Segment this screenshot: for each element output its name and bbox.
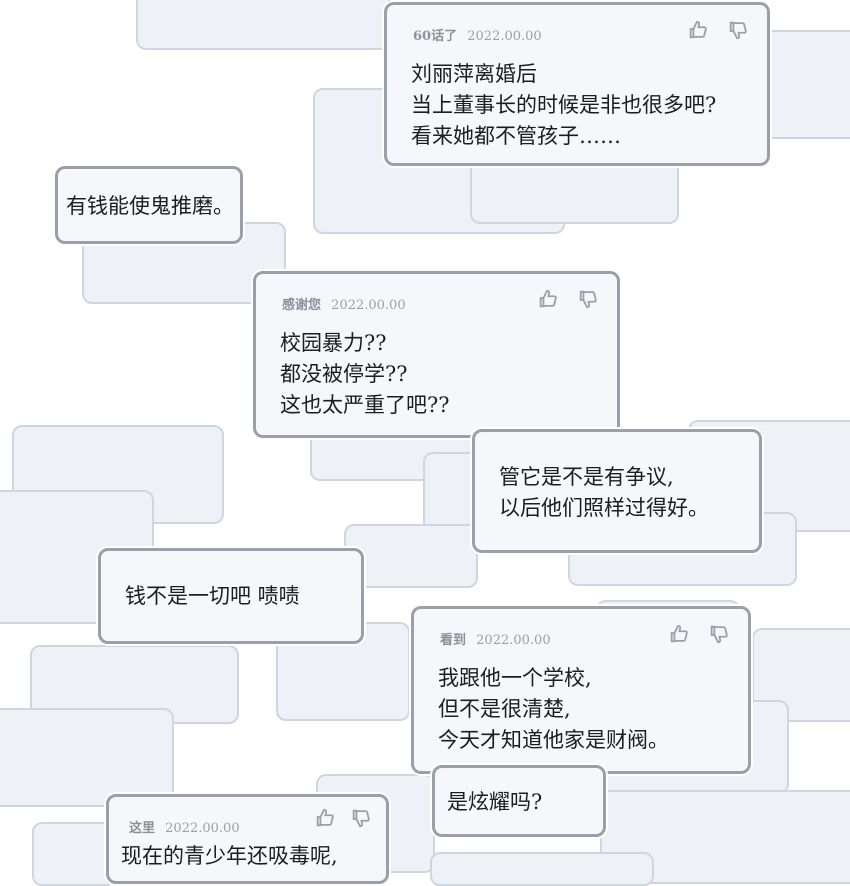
- bg-block: [32, 822, 116, 886]
- bubble-line: 有钱能使鬼推磨。: [66, 194, 234, 218]
- comment-username: 看到: [440, 633, 467, 648]
- comment-line: 我跟他一个学校,: [438, 666, 592, 690]
- comment-line: 当上董事长的时候是非也很多吧?: [411, 93, 717, 117]
- bubble-line: 以后他们照样过得好。: [499, 496, 709, 520]
- bubble-line: 管它是不是有争议,: [499, 465, 674, 489]
- reply-bubble: 钱不是一切吧 啧啧: [98, 548, 364, 644]
- comment-line: 都没被停学??: [280, 362, 408, 386]
- bg-block: [0, 708, 174, 807]
- comment-card: 看到 2022.00.00 我跟他一个学校, 但不是很清楚, 今天才知道他家是财…: [411, 606, 751, 774]
- bubble-line: 是炫耀吗?: [447, 790, 543, 814]
- thumbs-down-icon[interactable]: [708, 623, 730, 645]
- comment-body: 我跟他一个学校, 但不是很清楚, 今天才知道他家是财阀。: [438, 663, 669, 756]
- thumbs-down-icon[interactable]: [727, 19, 749, 41]
- comment-line: 看来她都不管孩子……: [411, 124, 621, 148]
- vote-controls: [519, 288, 599, 314]
- comment-username: 60话了: [413, 29, 458, 44]
- comment-card: 60话了 2022.00.00 刘丽萍离婚后 当上董事长的时候是非也很多吧? 看…: [384, 2, 770, 166]
- comment-date: 2022.00.00: [467, 29, 542, 44]
- bubble-line: 钱不是一切吧 啧啧: [125, 584, 300, 608]
- comment-body: 校园暴力?? 都没被停学?? 这也太严重了吧??: [280, 328, 450, 421]
- comment-card: 这里 2022.00.00 现在的青少年还吸毒呢,: [106, 794, 389, 884]
- thumbs-down-icon[interactable]: [577, 288, 599, 310]
- comment-card: 感谢您 2022.00.00 校园暴力?? 都没被停学?? 这也太严重了吧??: [253, 271, 620, 438]
- comment-header: 这里 2022.00.00: [129, 817, 240, 836]
- bubble-body: 是炫耀吗?: [447, 787, 542, 818]
- comment-line: 校园暴力??: [280, 331, 387, 355]
- comment-date: 2022.00.00: [476, 633, 551, 648]
- reply-bubble: 是炫耀吗?: [432, 765, 606, 837]
- comment-date: 2022.00.00: [165, 821, 240, 836]
- bubble-body: 有钱能使鬼推磨。: [66, 191, 234, 222]
- thumbs-up-icon[interactable]: [687, 19, 709, 41]
- comment-line: 刘丽萍离婚后: [411, 62, 537, 86]
- comment-date: 2022.00.00: [331, 298, 406, 313]
- vote-controls: [669, 19, 749, 45]
- comment-line: 这也太严重了吧??: [280, 393, 450, 417]
- bg-block: [430, 852, 654, 886]
- thumbs-up-icon[interactable]: [314, 807, 336, 829]
- comment-line: 现在的青少年还吸毒呢,: [121, 844, 338, 868]
- bg-block: [136, 0, 390, 50]
- vote-controls: [650, 623, 730, 649]
- comment-line: 今天才知道他家是财阀。: [438, 728, 669, 752]
- comment-header: 60话了 2022.00.00: [413, 25, 542, 44]
- thumbs-up-icon[interactable]: [537, 288, 559, 310]
- thumbs-up-icon[interactable]: [668, 623, 690, 645]
- reply-bubble: 有钱能使鬼推磨。: [55, 166, 243, 244]
- comment-line: 但不是很清楚,: [438, 697, 571, 721]
- comment-username: 这里: [129, 821, 156, 836]
- comment-body: 现在的青少年还吸毒呢,: [121, 841, 338, 872]
- thumbs-down-icon[interactable]: [350, 807, 372, 829]
- comment-body: 刘丽萍离婚后 当上董事长的时候是非也很多吧? 看来她都不管孩子……: [411, 59, 716, 152]
- reply-bubble: 管它是不是有争议, 以后他们照样过得好。: [472, 429, 762, 553]
- bubble-body: 钱不是一切吧 啧啧: [125, 581, 300, 612]
- comment-header: 感谢您 2022.00.00: [282, 294, 406, 313]
- bg-block: [344, 524, 478, 588]
- comment-header: 看到 2022.00.00: [440, 629, 551, 648]
- comment-username: 感谢您: [282, 298, 322, 313]
- vote-controls: [314, 807, 372, 833]
- bubble-body: 管它是不是有争议, 以后他们照样过得好。: [499, 462, 709, 524]
